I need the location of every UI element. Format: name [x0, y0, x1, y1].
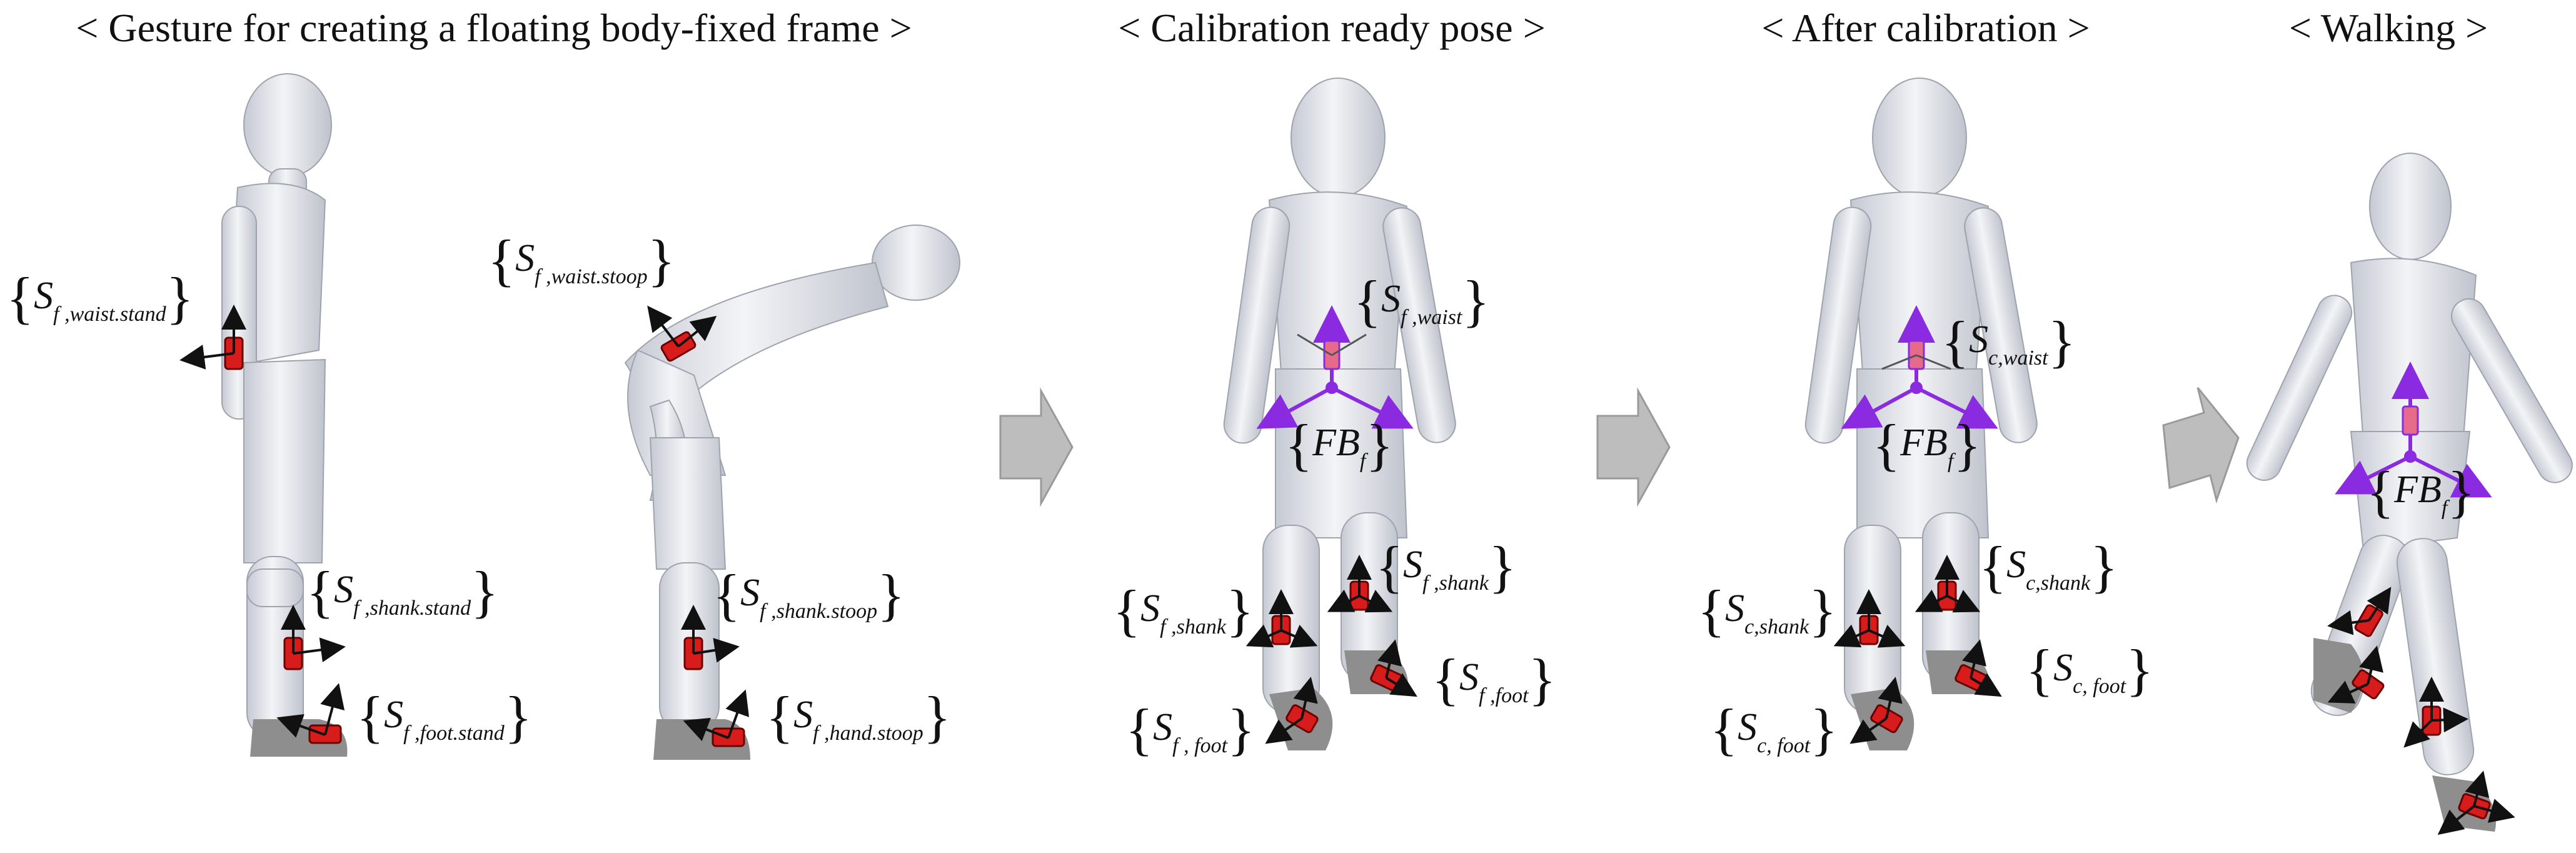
mannequin-calibration-ready [1223, 78, 1456, 714]
label-s-c-waist: {Sc,waist} [1941, 310, 2076, 373]
label-s-f-shank-right: {Sf ,shank} [1113, 578, 1254, 642]
sensor-shank-left-p3 [1914, 555, 1981, 613]
body-frame-fb-f-walking [2335, 361, 2492, 498]
label-s-f-shank-stand: {Sf ,shank.stand} [306, 560, 499, 623]
sensor-foot-stand [276, 683, 345, 744]
sensor-shank-stoop [681, 605, 740, 670]
body-frame-fb-f-calibration [1256, 305, 1414, 429]
body-frame-fb-f-after [1841, 305, 1998, 429]
label-s-c-shank-right: {Sc,shank} [1698, 578, 1837, 642]
label-fb-f-calibration: {FBf} [1285, 413, 1394, 477]
step-arrow-icon [1596, 387, 1671, 507]
sensor-foot-left-p3 [1955, 639, 2002, 697]
sensor-walking-foot-rear [2327, 645, 2385, 704]
label-s-f-hand-stoop: {Sf ,hand.stoop} [766, 685, 951, 749]
sensor-waist-stand [179, 305, 246, 370]
sensor-foot-right-p2 [1265, 677, 1319, 744]
sensor-foot-left-p2 [1370, 639, 1417, 697]
panel-title-walking: < Walking > [2288, 6, 2488, 50]
panel-title-after-calibration: < After calibration > [1761, 6, 2090, 50]
label-fb-f-after: {FBf} [1873, 413, 1981, 477]
label-s-c-foot-left: {Sc, foot} [2026, 638, 2154, 702]
panel-title-gesture: < Gesture for creating a floating body-f… [76, 6, 912, 50]
sensor-walking-shank-rear [2327, 587, 2392, 637]
sensor-shank-stand [281, 605, 346, 670]
mannequin-standing [221, 73, 332, 739]
label-s-f-waist-stoop: {Sf ,waist.stoop} [488, 228, 675, 292]
sensor-walking-foot-front [2437, 770, 2515, 835]
label-s-f-foot-stand: {Sf ,foot.stand} [356, 685, 532, 749]
mannequin-stooping [624, 225, 960, 732]
panel-title-calibration-ready: < Calibration ready pose > [1118, 6, 1546, 50]
sensor-shank-right-p3 [1833, 589, 1906, 648]
label-s-f-shank-stoop: {Sf ,shank.stoop} [713, 563, 905, 627]
mannequin-walking [2246, 153, 2573, 775]
sensor-waist-stoop [647, 305, 717, 362]
sensor-hand-stoop [683, 689, 750, 747]
sensor-foot-right-p3 [1849, 677, 1903, 744]
sensor-shank-right-p2 [1245, 589, 1318, 648]
label-s-c-shank-left: {Sc,shank} [1979, 535, 2118, 598]
label-s-f-waist-stand: {Sf ,waist.stand} [6, 266, 194, 330]
label-fb-f-walking: {FBf} [2367, 460, 2475, 523]
label-s-c-foot-right: {Sc, foot} [1710, 697, 1838, 761]
label-s-f-foot-right: {Sf , foot} [1125, 697, 1255, 761]
step-arrow-icon [999, 387, 1074, 507]
label-s-f-foot-left: {Sf ,foot} [1432, 647, 1556, 711]
sensor-walking-shank-front [2403, 677, 2468, 748]
mannequin-after-calibration [1804, 78, 2038, 714]
label-s-f-shank-left: {Sf ,shank} [1376, 535, 1517, 598]
step-arrow-icon [2162, 387, 2240, 504]
label-s-f-waist: {Sf ,waist} [1354, 269, 1490, 333]
sensor-shank-left-p2 [1327, 555, 1393, 613]
